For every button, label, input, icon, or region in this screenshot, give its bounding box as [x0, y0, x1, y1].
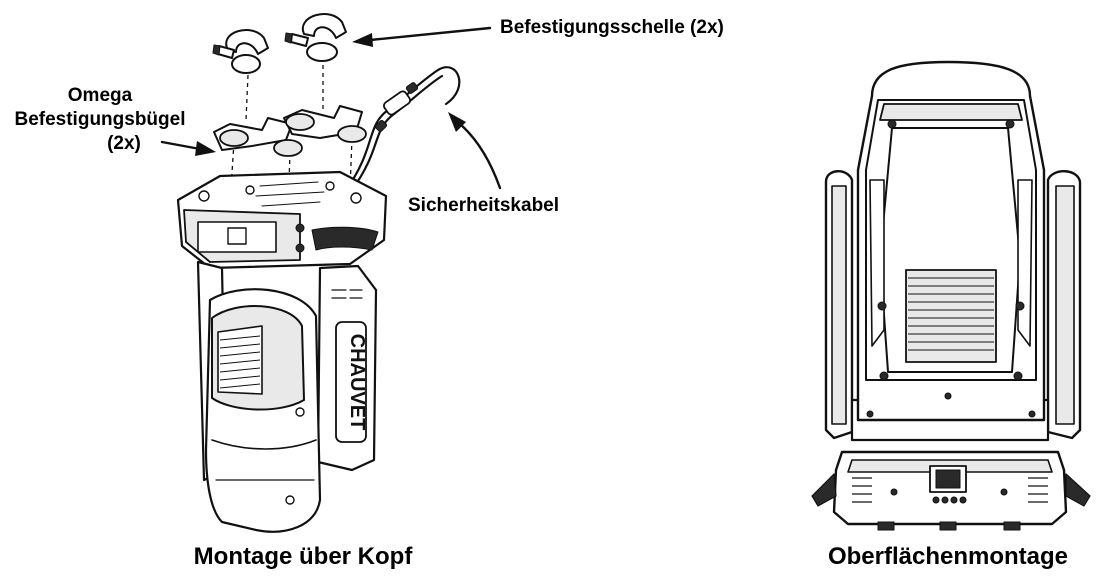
omega-bracket-right — [283, 105, 367, 143]
label-omega-line1: Omega — [68, 85, 133, 106]
surface-fixture — [811, 60, 1091, 531]
clamp-right — [284, 13, 347, 62]
svg-text:CHAUVET: CHAUVET — [346, 334, 368, 431]
label-safety-cable: Sicherheitskabel — [408, 195, 559, 216]
arrow-safety-cable — [448, 112, 502, 190]
screws — [866, 119, 1036, 418]
clamp-left — [212, 29, 269, 74]
label-omega-line3: (2x) — [107, 133, 141, 154]
vent-grille-lines — [908, 277, 994, 351]
label-clamp: Befestigungsschelle (2x) — [500, 17, 724, 38]
base-vents — [852, 477, 1048, 503]
fixture-head — [204, 288, 322, 533]
caption-overhead-mount: Montage über Kopf — [194, 543, 414, 570]
label-omega-line2: Befestigungsbügel — [14, 109, 185, 130]
omega-bracket-left — [213, 117, 303, 157]
arrow-clamp — [352, 26, 492, 47]
safety-cable — [344, 66, 461, 192]
arrow-omega — [160, 140, 216, 156]
overhead-fixture: CHAUVET — [160, 13, 502, 533]
caption-surface-mount: Oberflächenmontage — [828, 543, 1068, 570]
base-buttons — [932, 496, 967, 504]
fixture-base — [176, 170, 388, 270]
